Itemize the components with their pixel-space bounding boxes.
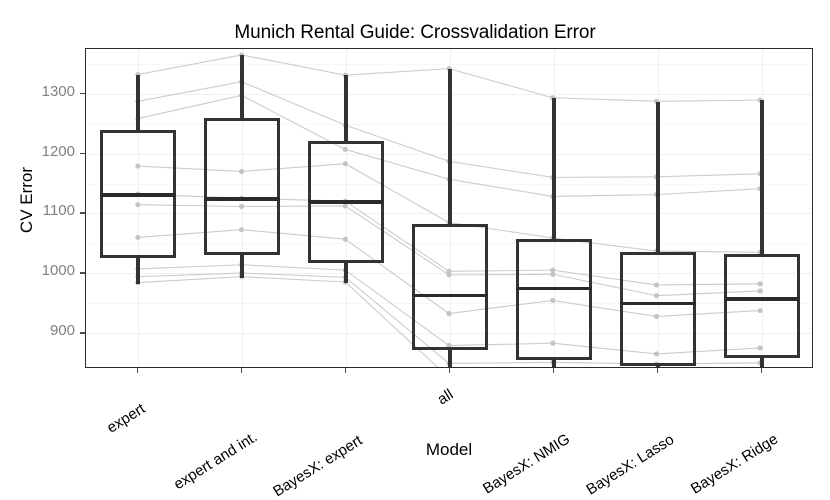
x-axis-tick-mark: [241, 368, 242, 373]
x-axis-tick-label: expert: [104, 400, 148, 437]
x-axis-tick-label: expert and int.: [171, 428, 261, 493]
box-iqr: [724, 254, 800, 359]
page-title: Munich Rental Guide: Crossvalidation Err…: [0, 22, 830, 44]
y-axis-title: CV Error: [17, 130, 37, 270]
y-axis-tick-label: 900: [50, 322, 75, 339]
x-axis-tick-label: all: [435, 386, 457, 408]
y-axis-tick-label: 1100: [43, 202, 75, 219]
x-axis-tick-mark: [345, 368, 346, 373]
median-line: [724, 297, 800, 300]
whisker-upper: [760, 100, 764, 253]
x-axis-tick-mark: [137, 368, 138, 373]
y-axis-tick-label: 1200: [42, 143, 75, 160]
whisker-lower: [760, 358, 764, 368]
x-axis-tick-mark: [761, 368, 762, 373]
boxplot: [86, 49, 812, 367]
chart-root: Munich Rental Guide: Crossvalidation Err…: [0, 0, 830, 475]
x-axis-tick-mark: [553, 368, 554, 373]
x-axis-tick-mark: [657, 368, 658, 373]
plot-panel: [85, 48, 813, 368]
x-axis-tick-mark: [449, 368, 450, 373]
y-axis-tick-label: 1000: [42, 262, 75, 279]
y-axis-tick-label: 1300: [42, 83, 75, 100]
x-axis-title: Model: [85, 440, 813, 460]
